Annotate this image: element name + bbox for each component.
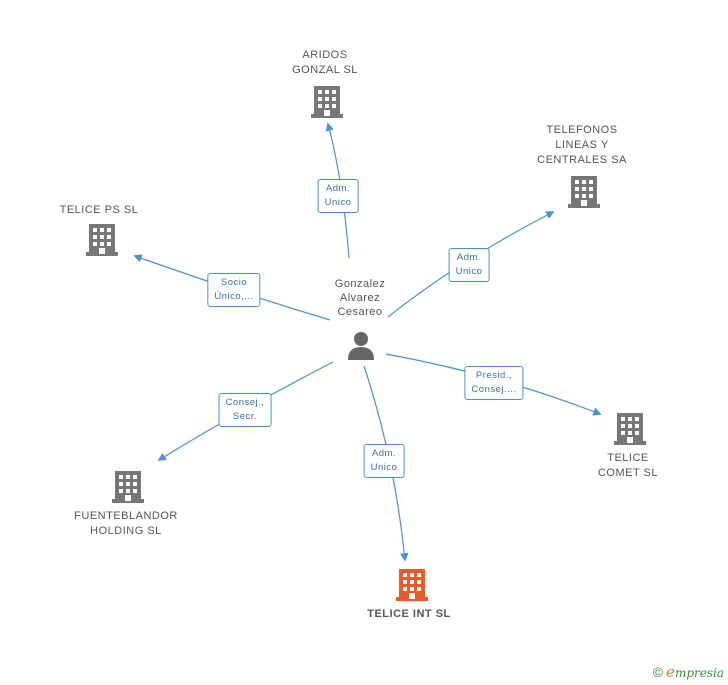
building-icon-telice-ps[interactable] (86, 224, 118, 256)
building-icon-telice-int[interactable] (396, 569, 428, 601)
building-icon-aridos[interactable] (311, 86, 343, 118)
company-label-fuenteblandor[interactable]: FUENTEBLANDOR HOLDING SL (74, 510, 178, 537)
edge-label-fuenteblandor: Consej., Secr. (218, 393, 272, 427)
person-icon[interactable] (348, 332, 374, 360)
building-icon-fuenteblandor[interactable] (112, 471, 144, 503)
edge-label-telice-int: Adm. Unico (363, 444, 405, 478)
edge-label-aridos: Adm. Unico (317, 179, 359, 213)
edge-label-telice-comet: Presid., Consej.... (464, 366, 524, 400)
company-label-aridos[interactable]: ARIDOS GONZAL SL (292, 49, 358, 76)
brand-logo-text: mpresia (674, 666, 724, 680)
footer-brand: © empresia (653, 663, 724, 681)
company-label-telefonos[interactable]: TELEFONOS LINEAS Y CENTRALES SA (537, 124, 627, 166)
person-label[interactable]: Gonzalez Alvarez Cesareo (334, 278, 386, 318)
edge-label-telefonos: Adm. Unico (448, 248, 490, 282)
copyright-symbol: © (652, 664, 664, 680)
edge-label-telice-ps: Socio Único,... (207, 273, 261, 307)
building-icon-telice-comet[interactable] (614, 413, 646, 445)
company-label-telice-ps[interactable]: TELICE PS SL (59, 204, 139, 216)
building-icon-telefonos[interactable] (568, 176, 600, 208)
company-label-telice-int[interactable]: TELICE INT SL (367, 608, 451, 620)
brand-logo-initial: e (666, 663, 675, 681)
company-label-telice-comet[interactable]: TELICE COMET SL (597, 452, 659, 479)
